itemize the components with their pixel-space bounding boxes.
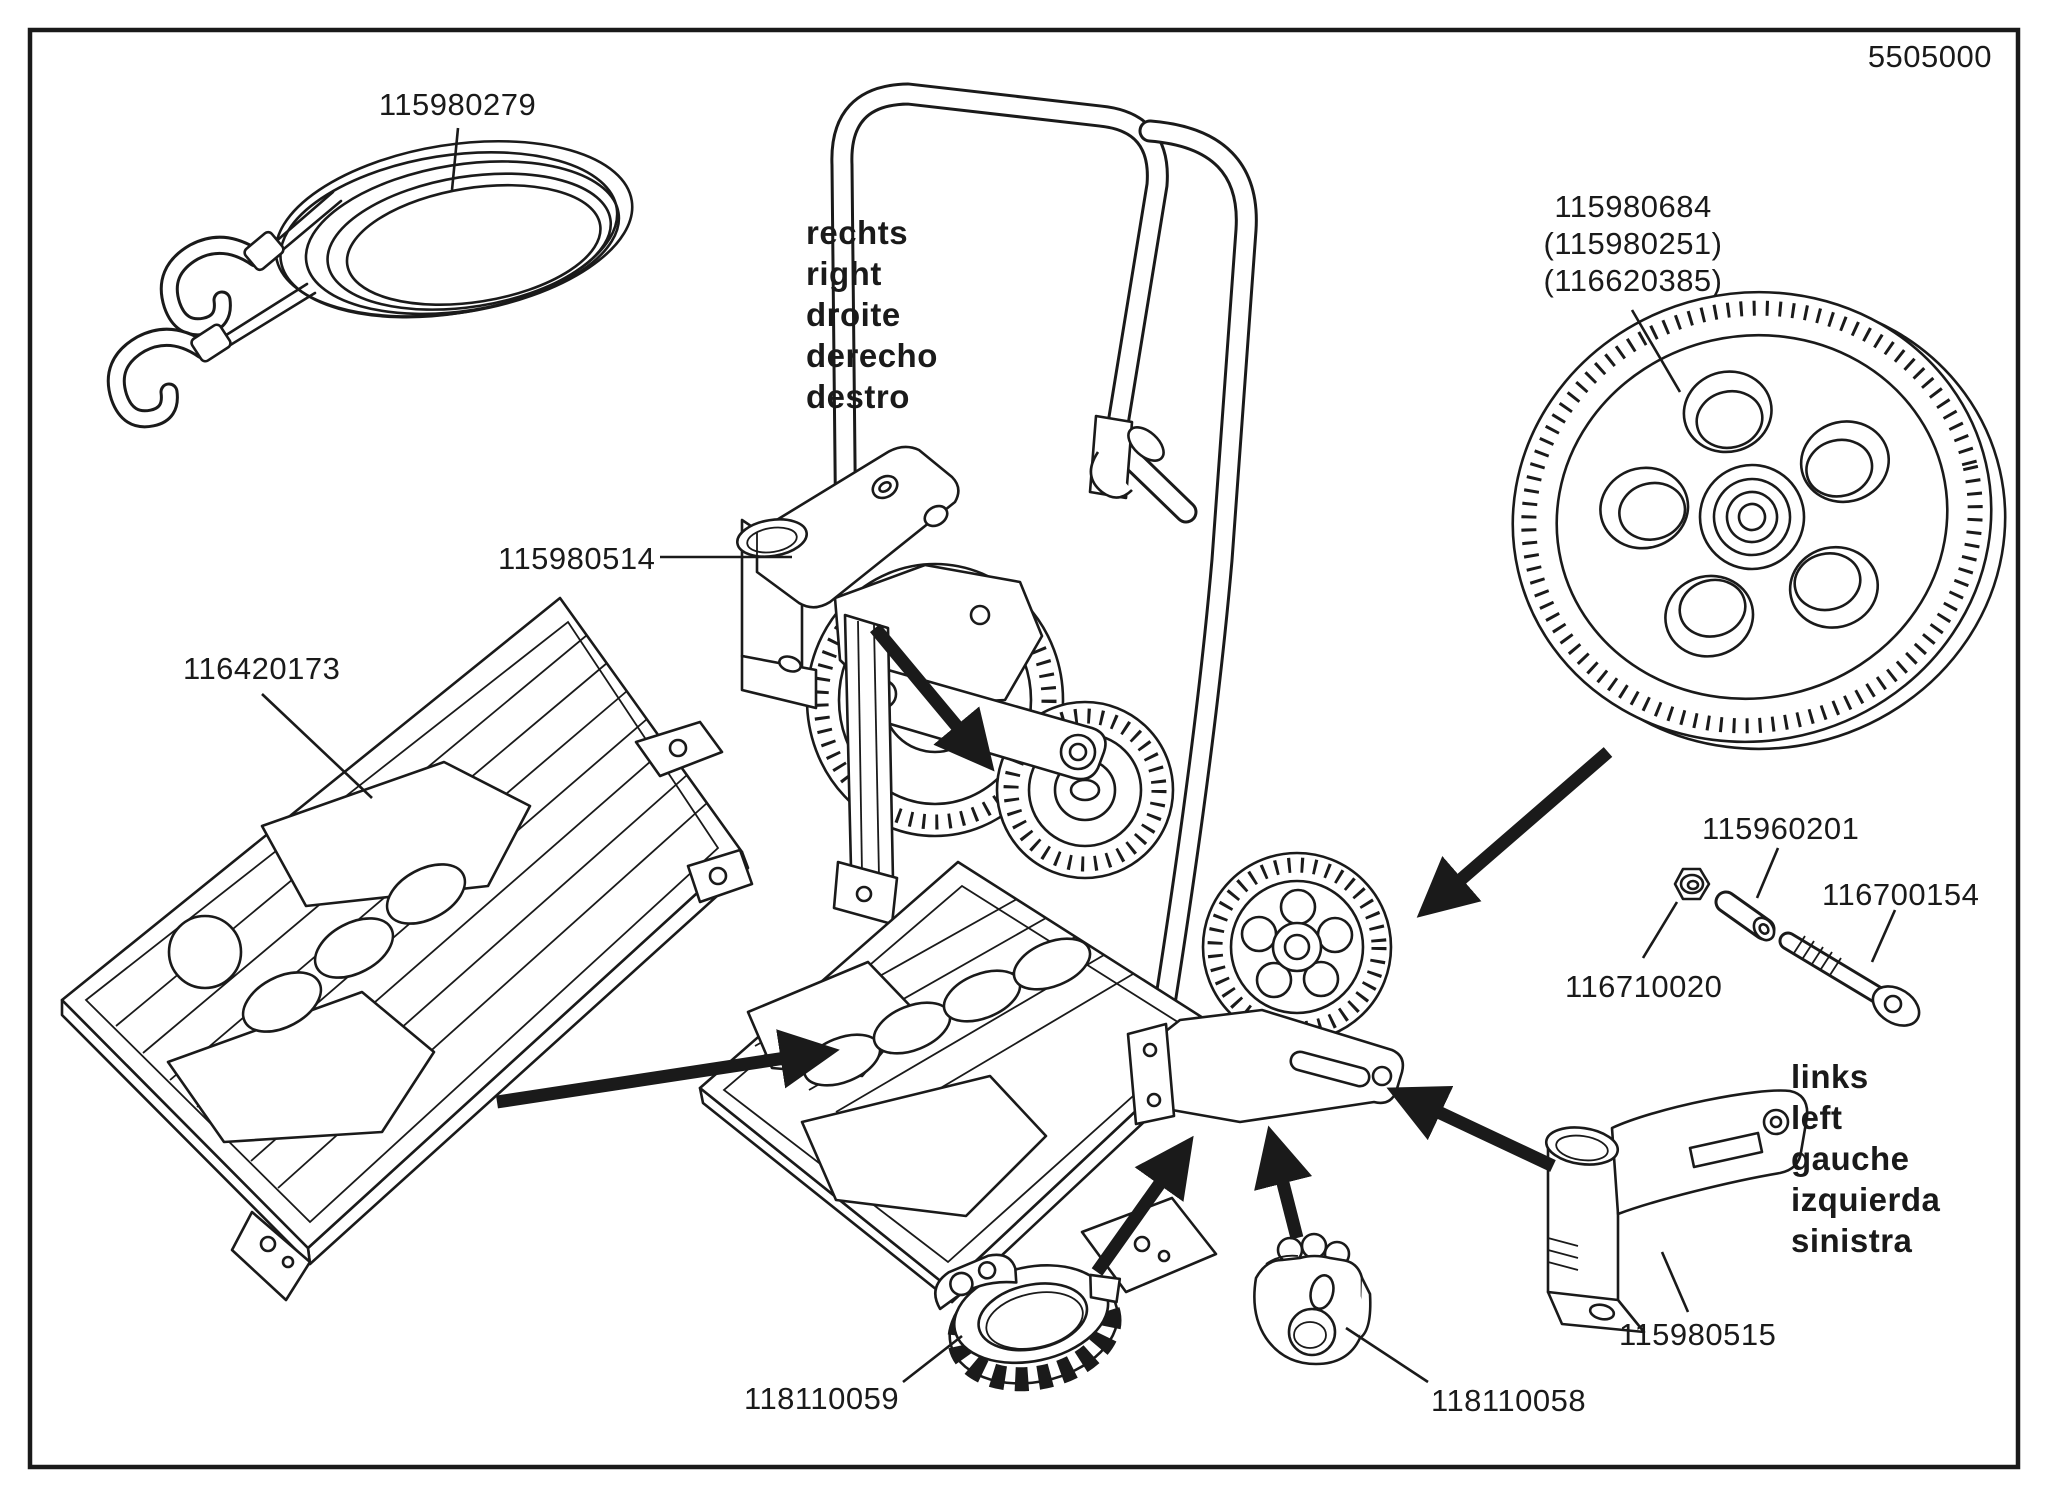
part-label-wheel: 115980684 (115980251) (116620385) xyxy=(1533,188,1733,299)
part-label-bolt: 116700154 xyxy=(1822,877,1980,912)
wheel-drawing xyxy=(1511,290,2007,751)
bungee-cord-drawing xyxy=(106,139,634,429)
diagram-border xyxy=(27,27,2021,1470)
hand-truck-drawing xyxy=(698,82,1405,1304)
left-bracket-drawing xyxy=(1544,1089,1809,1334)
word-gauche: gauche xyxy=(1791,1140,1910,1177)
part-label-nut: 116710020 xyxy=(1565,969,1723,1004)
arrow-hub-cap xyxy=(1091,1135,1194,1276)
lock-nut-drawing xyxy=(1673,867,1711,901)
part-label-left-bracket: 115980515 xyxy=(1619,1317,1777,1352)
word-destro: destro xyxy=(806,378,910,415)
part-label-platform: 116420173 xyxy=(183,651,341,686)
position-label-left: links left gauche izquierda sinistra xyxy=(1791,1056,1940,1261)
wheel-number: 115980684 xyxy=(1554,189,1712,224)
assembly-arrows xyxy=(496,623,1613,1276)
word-rechts: rechts xyxy=(806,214,909,251)
hub-cap-drawing xyxy=(934,1253,1122,1392)
arrow-left-bracket xyxy=(1386,1086,1556,1172)
wheel-alt-number-1: (115980251) xyxy=(1543,226,1723,261)
platform-drawing xyxy=(60,596,754,1302)
part-label-right-bracket: 115980514 xyxy=(498,541,656,576)
arrow-lock-plate xyxy=(1254,1125,1313,1240)
position-label-right: rechts right droite derecho destro xyxy=(806,212,938,417)
arrow-platform xyxy=(496,1029,840,1109)
word-links: links xyxy=(1791,1058,1869,1095)
axle-bolt-drawing xyxy=(1778,931,1921,1027)
part-label-lock-plate: 118110058 xyxy=(1431,1383,1587,1418)
arrow-right-bracket xyxy=(870,623,995,772)
part-label-bungee-cord: 115980279 xyxy=(378,87,537,122)
wheel-alt-number-2: (116620385) xyxy=(1543,263,1723,298)
word-left: left xyxy=(1791,1099,1843,1136)
leader-lines xyxy=(261,127,1897,1384)
part-label-spacer: 115960201 xyxy=(1702,811,1860,846)
spacer-sleeve-drawing xyxy=(1714,890,1776,942)
word-sinistra: sinistra xyxy=(1791,1222,1913,1259)
word-izquierda: izquierda xyxy=(1791,1181,1941,1218)
arrow-wheel xyxy=(1416,747,1613,918)
word-droite: droite xyxy=(806,296,901,333)
word-derecho: derecho xyxy=(806,337,938,374)
part-label-hub-cap: 118110059 xyxy=(744,1381,900,1416)
word-right: right xyxy=(806,255,882,292)
diagram-number: 5505000 xyxy=(1867,39,1992,74)
lock-plate-drawing xyxy=(1253,1232,1372,1366)
